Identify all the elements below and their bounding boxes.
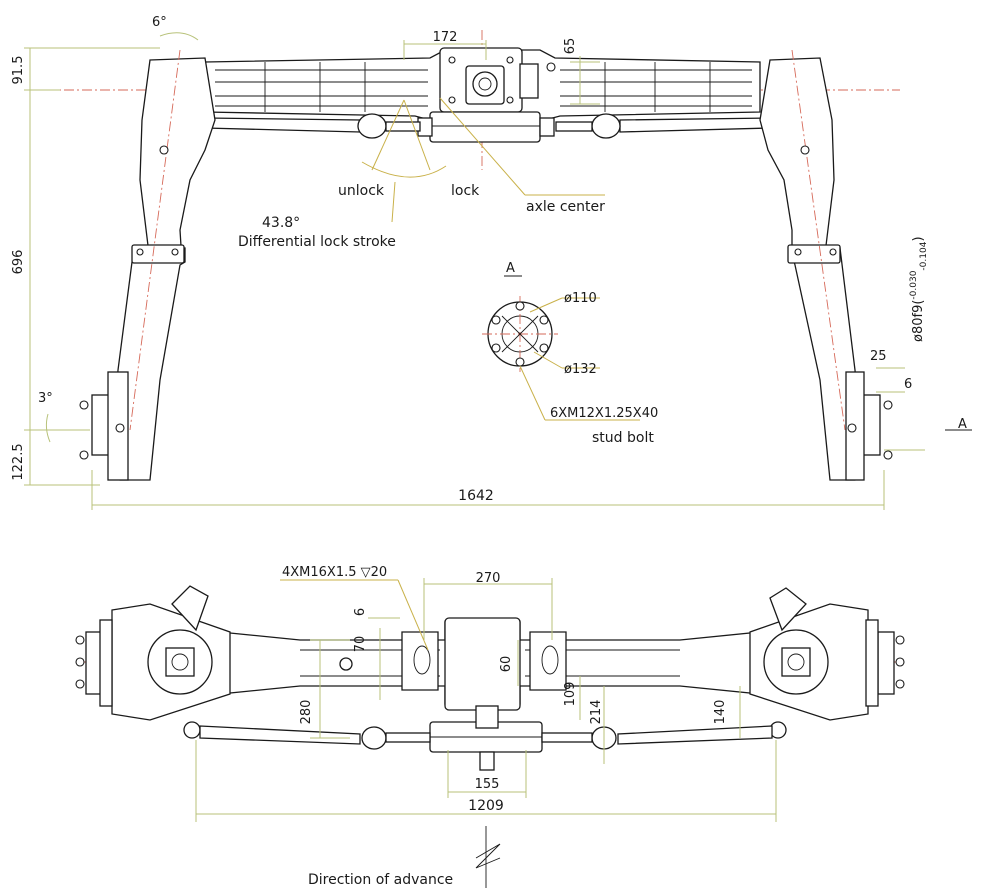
label-stroke-text: Differential lock stroke (238, 234, 396, 250)
dia-110: ø110 (564, 291, 597, 306)
dimension-172 (403, 40, 487, 60)
label-axle-center: axle center (526, 199, 605, 215)
dim-1642: 1642 (458, 488, 494, 504)
dim-280: 280 (299, 700, 314, 725)
thread-spec: 4XM16X1.5 ▽20 (282, 565, 387, 580)
dim-109: 109 (563, 682, 578, 707)
section-cut-a: A (945, 417, 972, 432)
dim-140: 140 (713, 700, 728, 725)
stud-label: stud bolt (592, 430, 654, 446)
dim-1209: 1209 (468, 798, 504, 814)
label-lock: lock (451, 183, 480, 199)
direction-label: Direction of advance (308, 872, 453, 888)
detail-a-title: A (506, 261, 515, 276)
differential-carrier (439, 47, 556, 113)
tie-rod-left (204, 113, 421, 139)
left-knuckle-assembly (79, 49, 216, 481)
dim-214: 214 (589, 700, 604, 725)
dim-25: 25 (870, 349, 887, 364)
dim-65: 65 (563, 38, 578, 55)
dim-172: 172 (433, 30, 458, 45)
stud-spec: 6XM12X1.25X40 (550, 406, 658, 421)
angle-3-deg: 3° (38, 391, 53, 406)
bottom-dimension-lines (195, 578, 777, 822)
hub-fit-callout: ø80f9(-0.030-0.104) (876, 236, 929, 451)
bottom-axle-housing (219, 617, 761, 711)
dim-hub-fit: ø80f9(-0.030-0.104) (909, 236, 929, 342)
label-unlock: unlock (338, 183, 385, 199)
top-view: 91.5 696 122.5 172 65 6° 3° unlock lock … (11, 15, 972, 510)
dim-91-5: 91.5 (11, 56, 26, 85)
dim-270: 270 (476, 571, 501, 586)
steering-cylinder (417, 111, 555, 143)
dimension-1642 (91, 470, 885, 510)
label-stroke-value: 43.8° (262, 215, 300, 231)
dim-696: 696 (11, 250, 26, 275)
dia-132: ø132 (564, 362, 597, 377)
section-mark-a: A (958, 417, 967, 432)
dim-6-bottom: 6 (353, 608, 368, 616)
bottom-steering-cylinder (199, 705, 773, 771)
lock-stroke-arc (361, 97, 605, 223)
dim-155: 155 (475, 777, 500, 792)
direction-arrow (475, 826, 501, 888)
dim-122-5: 122.5 (11, 443, 26, 480)
bottom-left-wheel-end (75, 585, 231, 739)
bottom-right-wheel-end (749, 587, 905, 739)
dim-60: 60 (499, 656, 514, 673)
right-knuckle-assembly (759, 49, 893, 481)
dimension-65 (570, 56, 600, 105)
bottom-view: 4XM16X1.5 ▽20 270 6 70 60 280 109 214 14… (75, 565, 905, 888)
dimension-left-vertical (24, 47, 160, 486)
detail-a-flange: A ø110 ø132 6XM12X1.25X40 stud bolt (482, 261, 658, 446)
dim-6-right: 6 (904, 377, 912, 392)
angle-6-deg: 6° (152, 15, 167, 30)
tie-rod-right (555, 113, 771, 139)
dim-70: 70 (353, 636, 368, 653)
